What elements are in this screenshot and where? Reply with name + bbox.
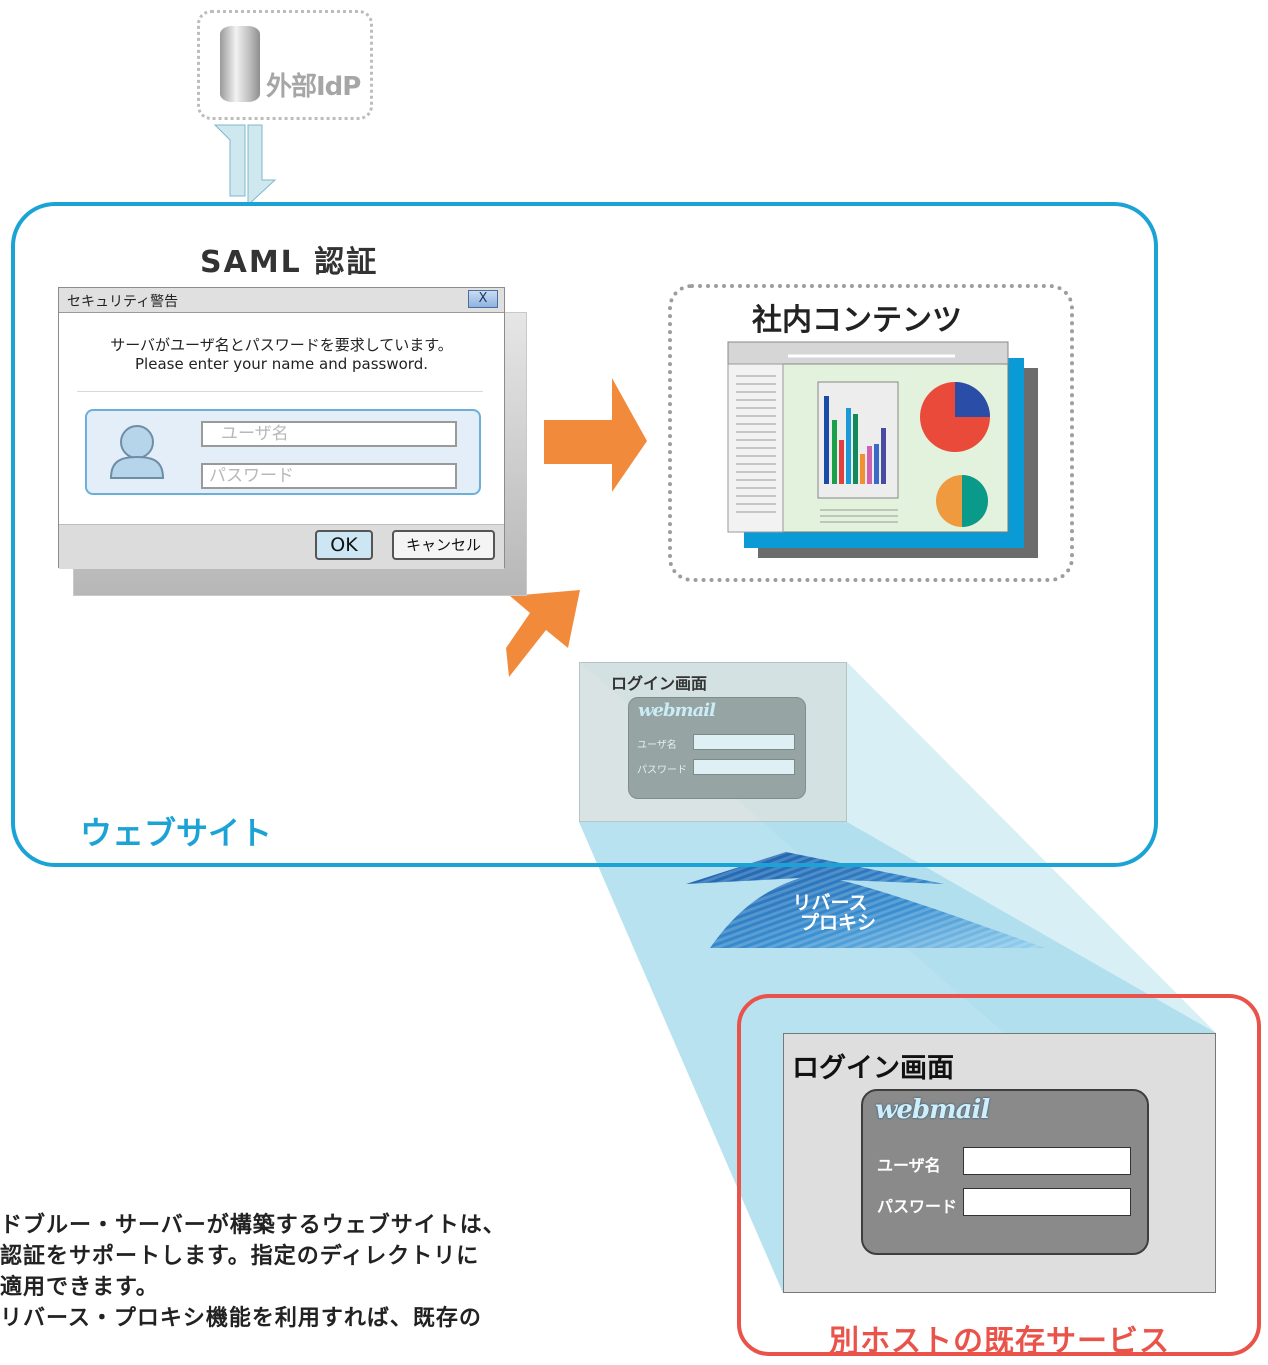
separate-host-label: 別ホストの既存サービス [829, 1324, 1170, 1359]
cancel-button[interactable]: キャンセル [392, 530, 495, 560]
user-avatar-icon [109, 425, 165, 479]
close-button[interactable]: X [468, 290, 498, 308]
dialog-title: セキュリティ警告 [67, 294, 179, 310]
saml-auth-title: SAML 認証 [200, 245, 379, 280]
reverse-proxy-label: リバース プロキシ [770, 893, 890, 933]
credentials-panel: ユーザ名 パスワード [85, 409, 481, 495]
external-idp-box [197, 10, 373, 120]
reverse-proxy-label-line2: プロキシ [799, 912, 876, 934]
dialog-footer: OK キャンセル [59, 524, 504, 569]
idp-label: 外部IdP [266, 72, 361, 102]
proxied-login-panel: webmail ユーザ名 パスワード [628, 697, 806, 799]
dialog-message-ja: サーバがユーザ名とパスワードを要求しています。 [110, 336, 453, 354]
host-login-title: ログイン画面 [792, 1053, 954, 1084]
host-password-label: パスワード [877, 1197, 958, 1216]
webmail-logo: webmail [638, 700, 716, 721]
host-username-label: ユーザ名 [877, 1156, 941, 1175]
host-login-panel: webmail ユーザ名 パスワード [861, 1089, 1149, 1255]
website-label: ウェブサイト [80, 814, 273, 852]
arrow-to-content [544, 378, 647, 492]
reverse-proxy-label-line1: リバース [792, 892, 868, 914]
proxied-password-input[interactable] [693, 759, 795, 775]
host-login-screen: ログイン画面 webmail ユーザ名 パスワード [783, 1033, 1216, 1293]
proxied-password-label: パスワード [637, 765, 687, 776]
webmail-logo: webmail [875, 1095, 990, 1125]
separate-host-frame [737, 994, 1261, 1356]
proxied-username-label: ユーザ名 [637, 740, 677, 751]
website-frame [11, 202, 1158, 867]
idp-connection-arrow [213, 124, 277, 207]
description-line: 適用できます。 [0, 1275, 159, 1300]
dialog-divider [77, 391, 483, 392]
description-line: 認証をサポートします。指定のディレクトリに [0, 1244, 480, 1269]
dialog-message-en: Please enter your name and password. [135, 355, 428, 373]
host-username-input[interactable] [963, 1147, 1131, 1175]
description-text: ドブルー・サーバーが構築するウェブサイトは、 認証をサポートします。指定のディレ… [0, 1210, 640, 1334]
reverse-proxy-arrow [686, 852, 1045, 948]
internal-content-box [668, 284, 1074, 582]
content-illustration [727, 341, 1038, 558]
description-line: リバース・プロキシ機能を利用すれば、既存の [0, 1306, 482, 1331]
arrow-to-login [506, 590, 580, 677]
database-icon [220, 26, 260, 102]
internal-content-title: 社内コンテンツ [752, 303, 962, 338]
proxied-login-title: ログイン画面 [611, 674, 708, 693]
auth-dialog: セキュリティ警告 X サーバがユーザ名とパスワードを要求しています。 Pleas… [58, 287, 505, 569]
password-input[interactable]: パスワード [201, 463, 457, 489]
description-line: ドブルー・サーバーが構築するウェブサイトは、 [0, 1213, 506, 1238]
proxied-login-screen: ログイン画面 webmail ユーザ名 パスワード [579, 662, 847, 822]
host-password-input[interactable] [963, 1188, 1131, 1216]
username-input[interactable]: ユーザ名 [201, 421, 457, 447]
proxied-username-input[interactable] [693, 734, 795, 750]
dialog-titlebar: セキュリティ警告 X [59, 288, 504, 313]
ok-button[interactable]: OK [315, 530, 373, 560]
